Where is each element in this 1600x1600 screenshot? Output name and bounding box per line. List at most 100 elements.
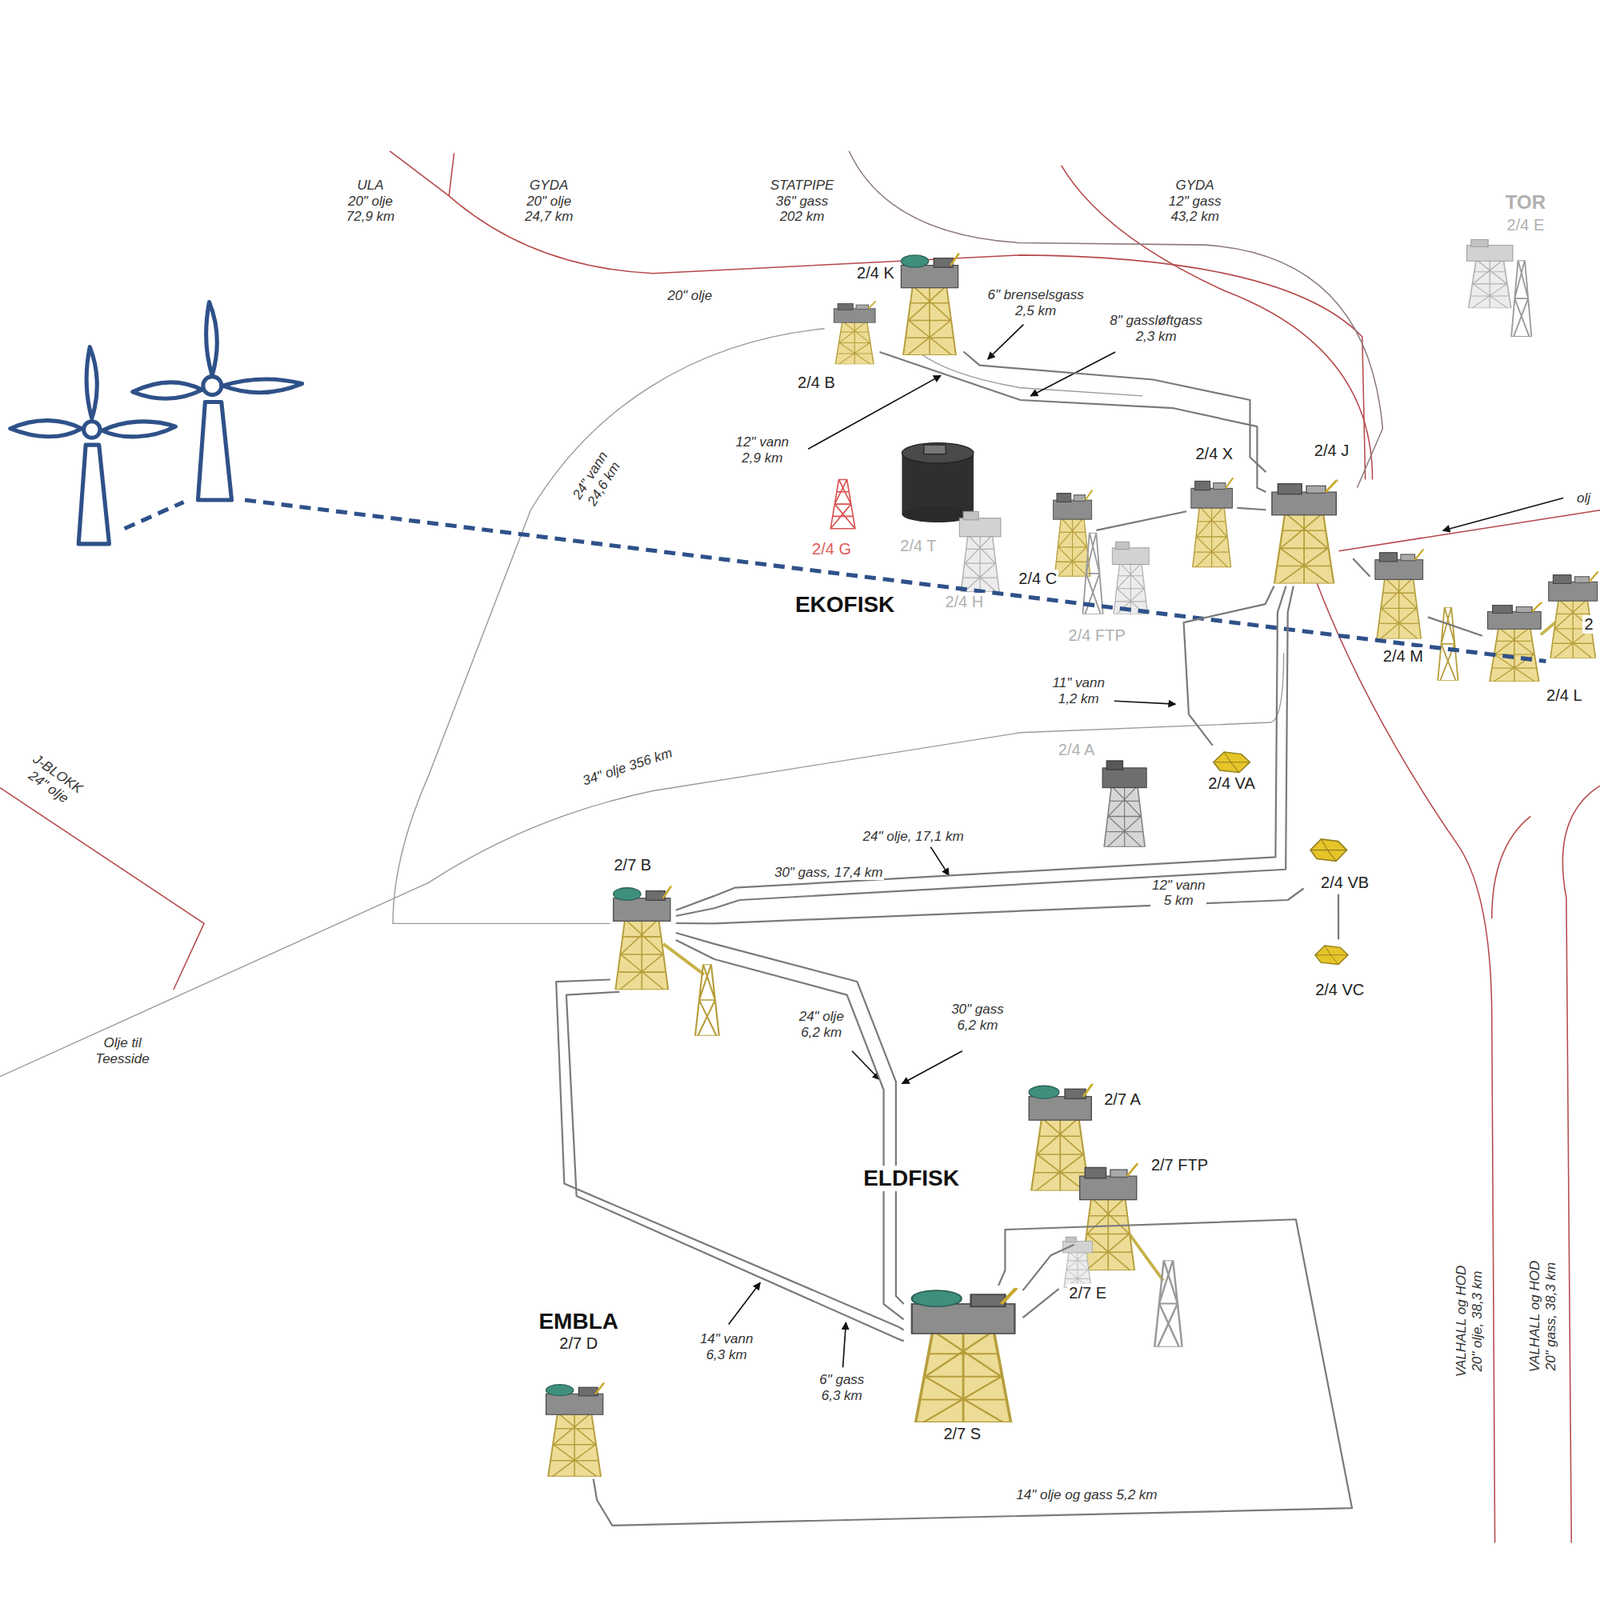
platform-label: 2/4 E [1505, 216, 1547, 235]
platform-node: TOR2/4 E [1461, 188, 1550, 336]
text-line: 72,9 km [346, 208, 395, 225]
pipeline-connector [593, 1219, 1352, 1526]
pipeline-connector [676, 888, 1304, 924]
wind-turbines [10, 302, 303, 544]
pipeline-label: 2 [1582, 615, 1595, 634]
platform-node: 2/4 J [1265, 439, 1353, 586]
map-drawing [1191, 477, 1234, 568]
pipeline-label: 6" gass 6,3 km [817, 1372, 866, 1404]
text-line: GYDA [524, 177, 573, 194]
map-drawing [1492, 816, 1531, 919]
text-line: 2,9 km [736, 450, 790, 467]
map-drawing [1443, 497, 1564, 531]
text-line: ULA [346, 177, 395, 194]
text-line: 24,7 km [524, 208, 573, 225]
platform-node: EMBLA2/7 D [534, 1306, 623, 1480]
platform-label: 2/7 D [557, 1334, 600, 1353]
text-line: 43,2 km [1168, 208, 1222, 225]
pipeline-label: 6" brenselsgass 2,5 km [985, 287, 1085, 319]
platform-label: 2/4 VB [1319, 873, 1371, 892]
platform-label: 2/4 T [898, 536, 938, 556]
map-drawing [1488, 602, 1543, 682]
platform-label: 2/4 K [855, 264, 896, 283]
platform-node: 2/4 G [808, 475, 860, 561]
map-drawing [695, 964, 720, 1036]
pipeline-label: VALHALL og HOD 20" olje, 38,3 km [1453, 1264, 1485, 1380]
platform-node: 2/4 M [1370, 546, 1428, 668]
map-drawing [1467, 239, 1513, 308]
pipeline-label: 24" vann 24,6 km [568, 447, 626, 512]
pipeline-connector [676, 586, 1287, 911]
platform-node: 2/4 A [1054, 738, 1152, 850]
pipeline-label: 14" vann 6,3 km [698, 1331, 756, 1363]
pipeline-connector [879, 352, 1266, 492]
pipeline-label: 24" olje 6,2 km [797, 1008, 846, 1040]
map-drawing [1112, 541, 1149, 615]
map-drawing [102, 421, 176, 437]
platform-node: 2/4 X [1186, 442, 1237, 570]
map-drawing [1063, 1236, 1093, 1288]
map-drawing [1310, 839, 1348, 861]
map-drawing [912, 1288, 1017, 1423]
platform-node: 2/4 VB [1304, 832, 1373, 894]
map-drawing [448, 152, 454, 196]
text-line: 1,2 km [1052, 691, 1105, 708]
map-drawing [900, 252, 959, 356]
text-line: GYDA [1168, 177, 1222, 194]
platform-label: 2/7 FTP [1149, 1156, 1210, 1175]
map-drawing [1316, 581, 1495, 1544]
pipeline-label: 20" olje [665, 288, 714, 304]
map-drawing [728, 1282, 761, 1324]
text-line: 30" gass [951, 1001, 1004, 1018]
text-line: 6" gass [819, 1372, 864, 1388]
pipeline-connector [1022, 1288, 1059, 1318]
map-drawing [206, 302, 218, 376]
text-line: 6,2 km [951, 1017, 1004, 1034]
pipeline-label: 24" olje, 17,1 km [861, 828, 966, 845]
map-drawing [1315, 945, 1348, 965]
platform-label: 2/4 VA [1206, 774, 1257, 793]
text-line: 20" gass, 38,3 km [1543, 1260, 1560, 1373]
pipeline-label: 30" gass 6,2 km [949, 1001, 1006, 1033]
pipeline-label: J-BLOKK 24" olje [19, 750, 87, 811]
platform-label: 2/4 A [1056, 740, 1097, 760]
platform-label: 2/4 L [1544, 686, 1584, 705]
pipeline-connector [556, 979, 904, 1330]
pipeline-connector [1022, 1244, 1074, 1291]
map-drawing [1114, 700, 1176, 704]
platform-icons [546, 239, 1599, 1476]
power-cable [124, 500, 1547, 662]
pipeline-connector [1352, 558, 1370, 577]
map-drawing [918, 352, 1144, 396]
field-name: EKOFISK [793, 592, 896, 618]
map-drawing [86, 347, 97, 419]
map-drawing [197, 402, 232, 500]
map-drawing [222, 379, 302, 392]
map-drawing [830, 479, 856, 528]
map-drawing [10, 420, 82, 437]
pipeline-label: 12" vann 5 km [1150, 877, 1208, 909]
text-line: Teesside [95, 1051, 149, 1068]
map-drawing [78, 444, 109, 544]
platform-node: 2/4 FTP [1064, 530, 1154, 648]
platform-label: 2/4 M [1381, 647, 1425, 666]
map-drawing [1102, 760, 1147, 848]
platform-node: 2/4 C [1014, 487, 1096, 590]
pipeline-label: STATPIPE 36" gass 202 km [768, 177, 836, 225]
platform-node: 2/7 A [1023, 1081, 1145, 1194]
map-drawing [959, 511, 1001, 592]
platform-label: 2/4 C [1016, 569, 1059, 588]
map-drawing [546, 1382, 604, 1476]
field-pipelines [0, 328, 1284, 1077]
platform-label: EMBLA [536, 1308, 620, 1335]
map-drawing [389, 151, 1365, 480]
platform-label: 2/7 A [1102, 1090, 1143, 1109]
text-line: 12" vann [1152, 877, 1206, 894]
external-pipelines [0, 151, 1600, 1544]
platform-label: 2/4 X [1194, 444, 1236, 464]
text-line: VALHALL og HOD [1453, 1265, 1470, 1378]
map-drawing [392, 328, 825, 924]
